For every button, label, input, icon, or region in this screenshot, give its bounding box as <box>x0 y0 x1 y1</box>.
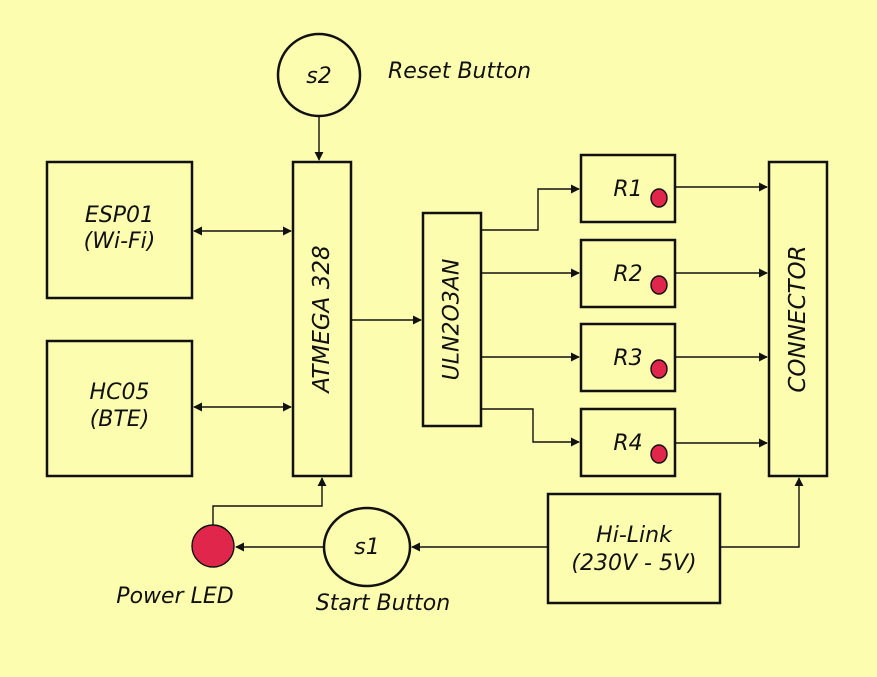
connector-label: CONNECTOR <box>785 245 811 392</box>
relay-indicator-dot <box>650 444 668 464</box>
esp01-block: ESP01 (Wi-Fi) <box>45 160 194 300</box>
hc05-name: HC05 <box>90 380 150 405</box>
relay-label: R2 <box>613 262 642 287</box>
relay-label: R1 <box>613 177 642 202</box>
wire-hilink-to-connector <box>720 477 804 548</box>
wires <box>193 116 804 552</box>
relay-r4: R4 <box>579 407 677 478</box>
relay-indicator-dot <box>650 188 668 208</box>
connector-block: CONNECTOR <box>767 160 829 478</box>
hc05-block: HC05 (BTE) <box>45 339 194 478</box>
power-led-icon <box>191 524 235 568</box>
hilink-rating: (230V - 5V) <box>571 551 696 576</box>
relay-r1: R1 <box>579 153 677 224</box>
wire-led-to-atmega <box>212 477 327 525</box>
relay-r3: R3 <box>579 322 677 393</box>
reset-switch: s2 <box>276 32 362 118</box>
relay-label: R4 <box>613 431 642 456</box>
relay-indicator-dot <box>650 275 668 295</box>
hilink-name: Hi-Link <box>596 523 673 548</box>
power-led-caption: Power LED <box>116 584 233 609</box>
relay-r2: R2 <box>579 238 677 309</box>
relay-label: R3 <box>613 346 642 371</box>
reset-button-caption: Reset Button <box>388 59 531 84</box>
hc05-subtitle: (BTE) <box>90 407 150 432</box>
start-switch: s1 <box>322 506 412 588</box>
reset-switch-label: s2 <box>306 64 331 89</box>
atmega-label: ATMEGA 328 <box>309 245 335 394</box>
atmega-block: ATMEGA 328 <box>291 160 353 478</box>
hilink-block: Hi-Link (230V - 5V) <box>546 492 722 605</box>
relay-indicator-dot <box>650 359 668 379</box>
start-switch-label: s1 <box>354 535 379 560</box>
wire-uln-to-r4 <box>481 408 580 447</box>
uln-block: ULN2O3AN <box>421 211 483 428</box>
esp01-name: ESP01 <box>85 203 154 228</box>
wire-uln-to-r1 <box>481 184 580 231</box>
esp01-subtitle: (Wi-Fi) <box>84 229 156 254</box>
uln-label: ULN2O3AN <box>440 259 465 381</box>
start-button-caption: Start Button <box>316 591 450 616</box>
